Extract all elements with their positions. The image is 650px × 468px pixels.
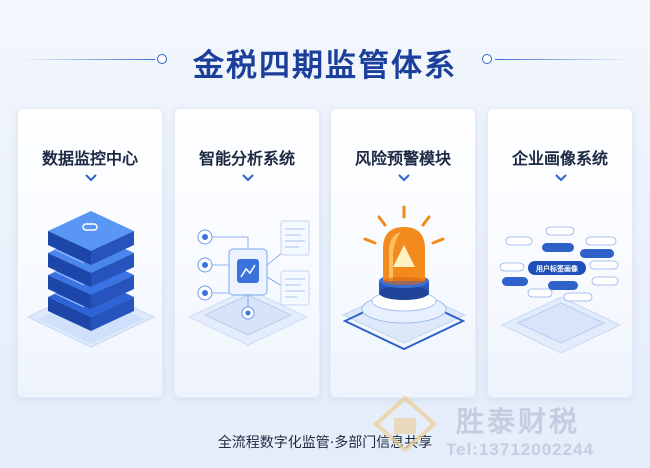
card-risk-warning: 风险预警模块 — [330, 108, 476, 398]
title-decor-dot-left — [157, 54, 167, 64]
card-title: 数据监控中心 — [41, 149, 138, 168]
chevron-down-icon — [398, 174, 410, 182]
title-decor-dot-right — [482, 54, 492, 64]
analysis-network-icon — [187, 220, 310, 346]
page-title: 金税四期监管体系 — [193, 48, 457, 84]
card-enterprise-profile: 企业画像系统 用户标签画像 — [487, 108, 633, 398]
card-title: 风险预警模块 — [354, 149, 451, 168]
title-decor-line-right — [495, 59, 630, 60]
center-tag-label: 用户标签画像 — [536, 264, 579, 273]
alarm-light-icon — [341, 205, 467, 351]
title-row: 金税四期监管体系 — [0, 38, 650, 84]
card-data-monitoring: 数据监控中心 — [17, 108, 163, 398]
chevron-down-icon — [85, 174, 97, 182]
card-title: 智能分析系统 — [198, 149, 295, 168]
server-stack-icon — [26, 211, 156, 348]
tag-cloud-icon: 用户标签画像 — [499, 226, 622, 354]
title-decor-line-left — [20, 59, 155, 60]
watermark-logo-icon — [373, 395, 437, 453]
footer-caption: 全流程数字化监管·多部门信息共享 — [217, 435, 433, 451]
chevron-down-icon — [242, 174, 254, 182]
watermark: 胜泰财税 Tel:13712002244 — [370, 388, 650, 468]
chevron-down-icon — [555, 174, 567, 182]
card-intelligent-analysis: 智能分析系统 — [174, 108, 320, 398]
watermark-name: 胜泰财税 — [456, 405, 581, 438]
watermark-phone: Tel:13712002244 — [446, 440, 594, 459]
card-title: 企业画像系统 — [511, 149, 608, 168]
